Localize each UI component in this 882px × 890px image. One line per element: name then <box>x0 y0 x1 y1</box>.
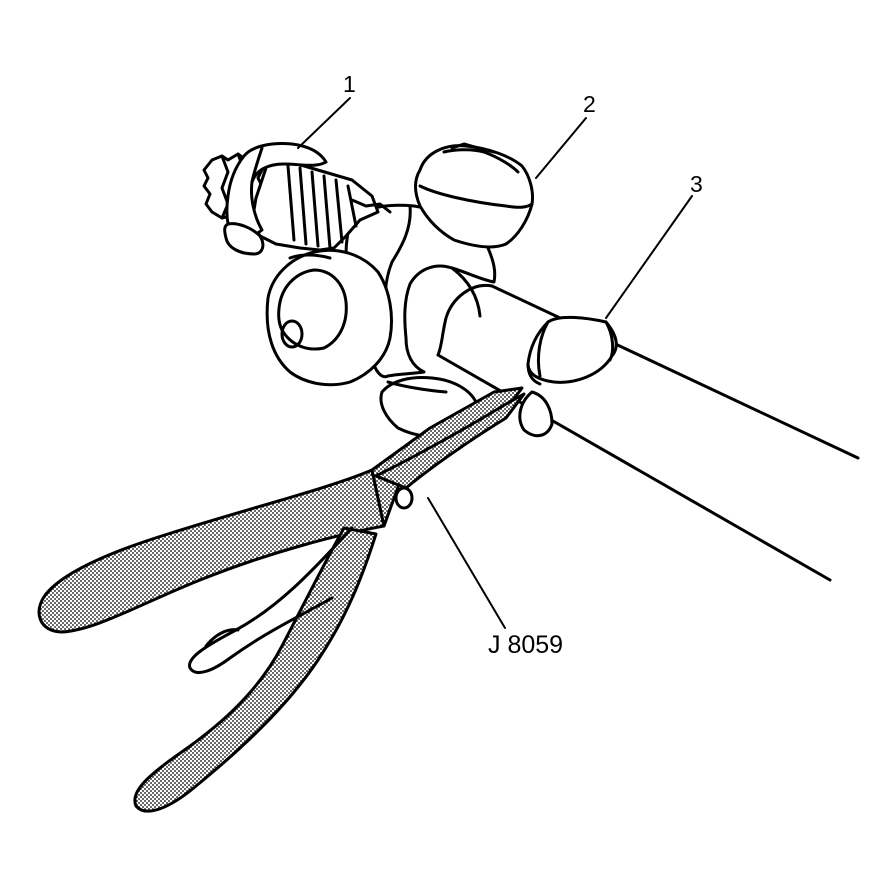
tool-callout-j8059: J 8059 <box>488 631 564 659</box>
bearing-cap-2 <box>414 142 534 249</box>
callout-1: 1 <box>343 71 356 97</box>
bearing-cap-front <box>265 248 393 387</box>
bearing-cap-3 <box>518 315 618 438</box>
callout-3: 3 <box>690 171 703 197</box>
callout-2: 2 <box>583 91 596 117</box>
leader-lines <box>297 97 693 629</box>
snap-ring-pliers <box>37 386 526 813</box>
leader-line-1 <box>297 97 351 149</box>
driveshaft-tube <box>436 283 860 582</box>
leader-line-3 <box>605 195 693 319</box>
leader-line-2 <box>535 117 587 179</box>
leader-line-tool <box>427 497 506 629</box>
splined-yoke <box>202 142 392 256</box>
